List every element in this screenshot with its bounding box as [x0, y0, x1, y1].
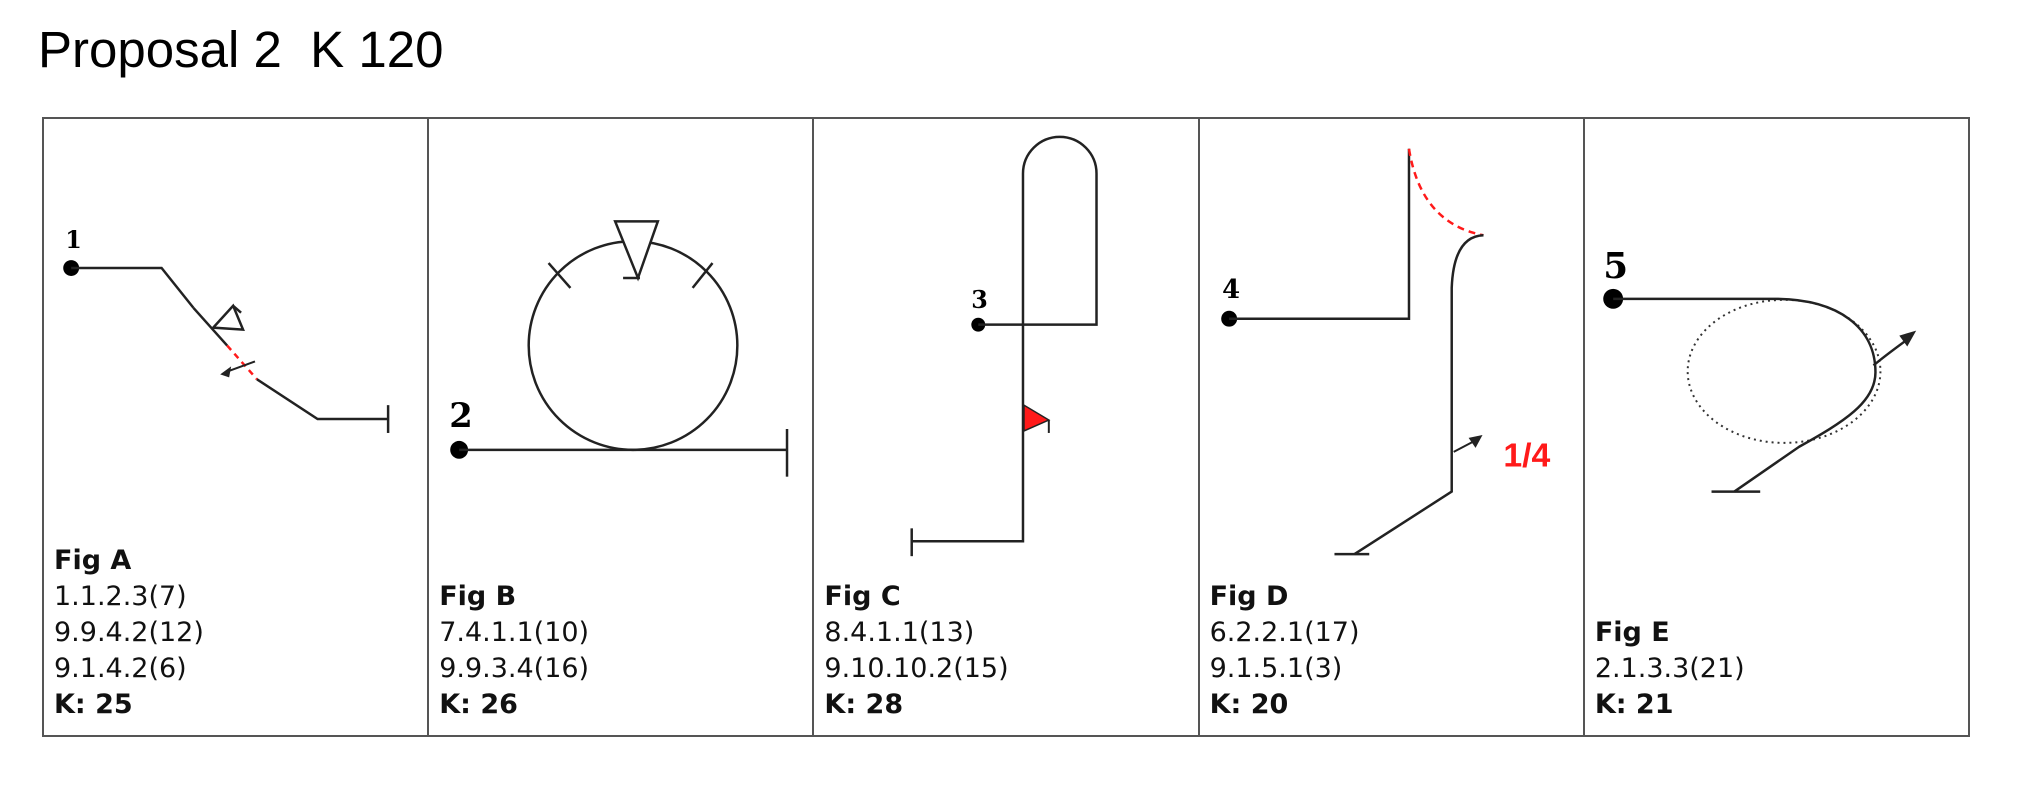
start-number: 4 [1222, 275, 1240, 305]
figure-code: 9.1.5.1(3) [1209, 653, 1343, 684]
tick-mark [547, 262, 572, 289]
figure-label: Fig E [1594, 617, 1670, 648]
panel-fig-b: 2 Fig B 7.4.1.1(10) 9.9.3.4(16) K: 26 [429, 119, 815, 735]
figure-code: 2.1.3.3(21) [1594, 653, 1745, 684]
start-number: 1 [65, 226, 82, 254]
figure-strip: 1 Fig A 1.1.2.3(7) 9.9.4.2(12) 9.1.4.2(6… [42, 117, 1970, 737]
start-number: 2 [449, 395, 473, 435]
page-title: Proposal 2 K 120 [38, 21, 444, 78]
figure-caption: Fig B 7.4.1.1(10) 9.9.3.4(16) K: 26 [439, 579, 589, 723]
line-segment [71, 266, 195, 309]
panel-fig-a: 1 Fig A 1.1.2.3(7) 9.9.4.2(12) 9.1.4.2(6… [44, 119, 430, 735]
k-value: K: 25 [54, 689, 133, 720]
k-value: K: 21 [1594, 689, 1674, 720]
triangle-icon [210, 303, 245, 332]
k-value: K: 20 [1209, 689, 1289, 720]
start-dot [1220, 310, 1237, 327]
start-number: 3 [972, 286, 989, 314]
arrow-head-icon [220, 366, 232, 378]
figure-code: 9.9.3.4(16) [439, 653, 590, 684]
panel-fig-c: 3 Fig C 8.4.1.1(13) 9.10.10.2(15) K: 28 [814, 119, 1200, 735]
figure-label: Fig C [824, 581, 901, 612]
panel-fig-e: 5 Fig E 2.1.3.3(21) K: 21 [1585, 119, 1968, 735]
figure-caption: Fig C 8.4.1.1(13) 9.10.10.2(15) K: 28 [824, 579, 1008, 723]
red-triangle-icon [1023, 403, 1051, 433]
triangle-tail [232, 304, 242, 314]
red-dashed-curve [1407, 148, 1484, 237]
triangle-icon [613, 220, 660, 282]
figure-caption: Fig E 2.1.3.3(21) K: 21 [1595, 615, 1745, 723]
line-segment [1353, 234, 1484, 556]
line-segment [1228, 148, 1410, 320]
figure-code: 7.4.1.1(10) [439, 617, 590, 648]
tick-mark [691, 262, 714, 289]
figure-label: Fig B [439, 581, 517, 612]
figure-code: 9.10.10.2(15) [824, 653, 1009, 684]
dotted-loop [1686, 298, 1882, 444]
panel-fig-d: 4 1/4 Fig D 6.2.2.1(17) 9.1.5.1(3) K: 20 [1200, 119, 1585, 735]
figure-code: 8.4.1.1(13) [824, 617, 975, 648]
figure-d-diagram: 4 1/4 [1220, 148, 1550, 556]
line-segment [1612, 297, 1877, 493]
figure-caption: Fig A 1.1.2.3(7) 9.9.4.2(12) 9.1.4.2(6) … [54, 543, 204, 723]
red-dashed-segment [226, 344, 258, 381]
figure-label: Fig D [1209, 581, 1289, 612]
start-dot [450, 440, 469, 459]
k-value: K: 28 [824, 689, 904, 720]
figure-b-diagram: 2 [449, 220, 789, 477]
k-value: K: 26 [439, 689, 518, 720]
arrow-head-icon [1899, 330, 1917, 347]
figure-c-diagram: 3 [910, 135, 1099, 557]
line-segment [256, 378, 389, 421]
figure-code: 9.9.4.2(12) [54, 617, 204, 648]
figure-a-diagram: 1 [63, 226, 390, 433]
figure-e-diagram: 5 [1603, 245, 1917, 493]
roll-fraction: 1/4 [1503, 437, 1550, 475]
diagonal-line [192, 306, 229, 347]
arrow-head-icon [1468, 434, 1483, 448]
roll-arrow-line [1872, 338, 1908, 367]
figure-label: Fig A [54, 545, 132, 576]
figure-code: 9.1.4.2(6) [54, 653, 187, 684]
start-number: 5 [1603, 245, 1628, 287]
figure-caption: Fig D 6.2.2.1(17) 9.1.5.1(3) K: 20 [1210, 579, 1360, 723]
figure-code: 6.2.2.1(17) [1209, 617, 1360, 648]
figure-code: 1.1.2.3(7) [54, 581, 187, 612]
loop-path [912, 135, 1099, 543]
start-dot [1603, 288, 1623, 309]
